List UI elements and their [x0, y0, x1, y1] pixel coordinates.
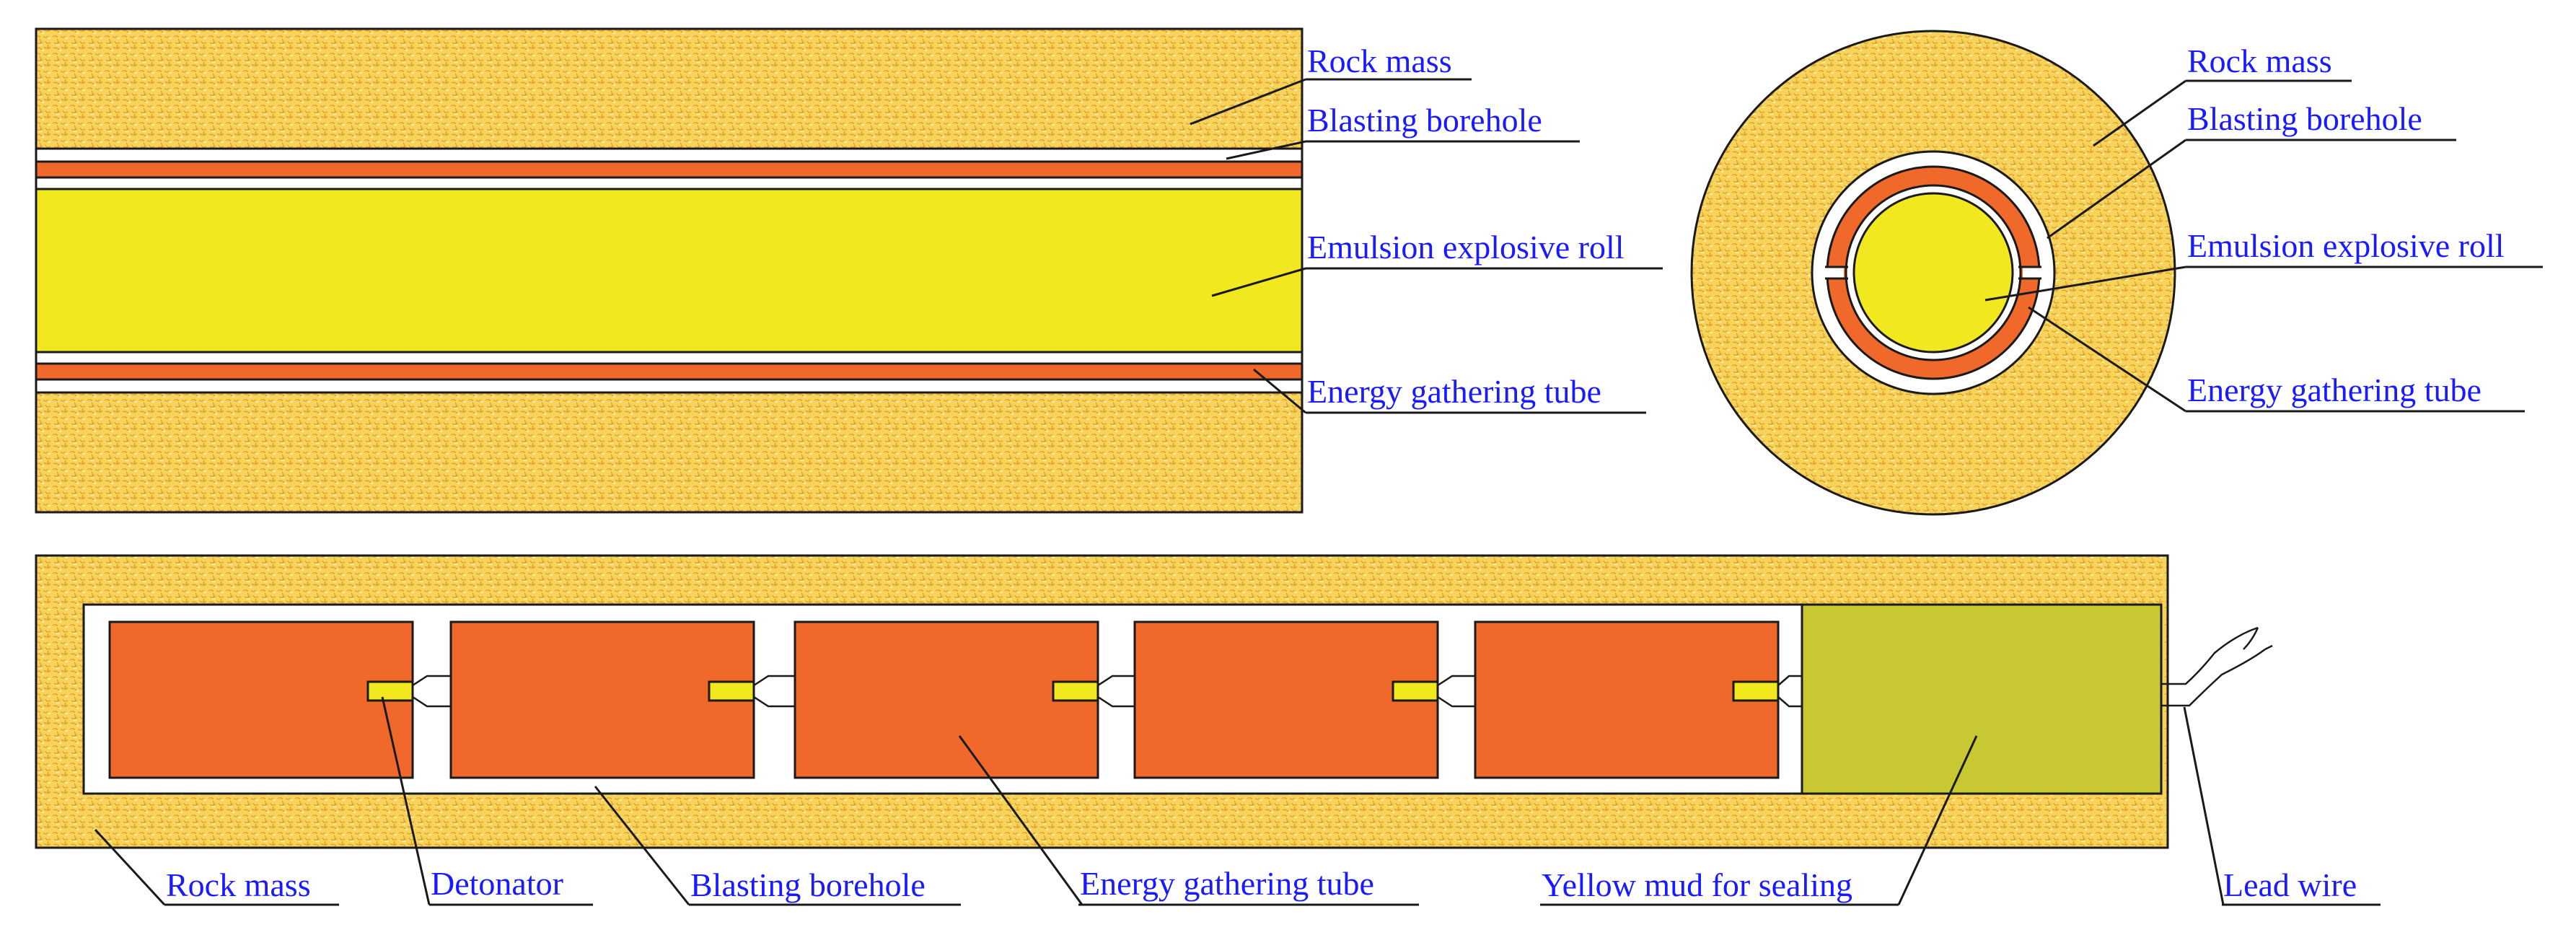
energy-gathering-tube-bottom [35, 362, 1304, 381]
label-emulsion-explosive-roll: Emulsion explosive roll [2187, 227, 2505, 264]
leader-energy-gathering-tube [1253, 368, 1306, 414]
energy-gathering-tube-charges [108, 620, 1780, 779]
label-group-detonator: Detonator [429, 865, 593, 906]
rock-mass-top [36, 29, 1302, 149]
label-group-lead-wire: Lead wire [2222, 866, 2381, 906]
wire [1437, 675, 1475, 708]
leader-energy-gathering-tube [2028, 306, 2186, 413]
leader-lead-wire [2183, 706, 2225, 905]
label-yellow-mud-for-sealing: Yellow mud for sealing [1542, 866, 1852, 903]
detonator [1392, 680, 1439, 702]
energy-gathering-tube-charge [1133, 620, 1439, 779]
label-rock-mass: Rock mass [166, 866, 311, 903]
emulsion-explosive-roll [35, 188, 1304, 354]
label-group-yellow-mud: Yellow mud for sealing [1540, 866, 1899, 906]
label-group-energy-gathering-tube: Energy gathering tube [1306, 373, 1646, 414]
label-group-energy-gathering-tube: Energy gathering tube [1078, 865, 1419, 906]
rock-mass-bottom [36, 392, 1302, 512]
tube-inner-edge [1845, 184, 2022, 361]
label-group-rock-mass: Rock mass [164, 866, 339, 906]
lead-wire-upper [2161, 626, 2259, 685]
lead-wire-lower [2161, 648, 2266, 707]
lead-wire-tip-1 [2243, 627, 2259, 650]
detonator [1052, 680, 1099, 702]
detonator [1732, 680, 1780, 702]
label-energy-gathering-tube: Energy gathering tube [1307, 373, 1601, 410]
leader-rock-mass [2093, 79, 2186, 147]
charge-structure-section: Rock mass Detonator Blasting borehole En… [35, 554, 2381, 906]
label-blasting-borehole: Blasting borehole [2187, 100, 2422, 137]
emulsion-explosive-circle [1852, 192, 2014, 354]
detonator-wires [412, 675, 1802, 708]
label-blasting-borehole: Blasting borehole [690, 866, 926, 903]
leader-detonator [381, 696, 431, 905]
wire [1777, 675, 1802, 708]
detonator [708, 680, 755, 702]
label-group-energy-gathering-tube: Energy gathering tube [2186, 372, 2525, 413]
label-group-rock-mass: Rock mass [1306, 43, 1472, 81]
leader-blasting-borehole [594, 786, 690, 905]
slit-edges [1825, 265, 2041, 280]
leader-blasting-borehole [2047, 139, 2186, 240]
energy-gathering-tube-charge [449, 620, 755, 779]
label-rock-mass: Rock mass [2187, 43, 2332, 79]
wire [753, 675, 795, 708]
label-blasting-borehole: Blasting borehole [1307, 102, 1542, 139]
label-group-blasting-borehole: Blasting borehole [1306, 102, 1580, 143]
tube-slit-right [2023, 267, 2044, 278]
label-group-emulsion-explosive-roll: Emulsion explosive roll [2186, 227, 2543, 268]
label-emulsion-explosive-roll: Emulsion explosive roll [1307, 229, 1625, 265]
energy-gathering-tube-charge [108, 620, 414, 779]
energy-gathering-tube-top [35, 160, 1304, 179]
lead-wire [2161, 626, 2273, 707]
leader-yellow-mud [1897, 735, 1978, 905]
label-group-blasting-borehole: Blasting borehole [689, 866, 961, 906]
leader-emulsion-explosive-roll [1984, 265, 2186, 302]
yellow-mud-seal [1801, 603, 2163, 795]
leader-blasting-borehole [1226, 140, 1306, 160]
leader-emulsion-explosive-roll [1211, 267, 1306, 297]
label-detonator: Detonator [431, 865, 563, 902]
label-lead-wire: Lead wire [2223, 866, 2357, 903]
wire [1097, 675, 1135, 708]
leader-rock-mass [94, 828, 166, 906]
cross-section: Rock mass Blasting borehole Emulsion exp… [1690, 30, 2543, 516]
label-rock-mass: Rock mass [1307, 43, 1452, 79]
label-group-rock-mass: Rock mass [2186, 43, 2352, 82]
lead-wire-tip-2 [2264, 644, 2273, 651]
detonators [366, 680, 1780, 702]
label-group-emulsion-explosive-roll: Emulsion explosive roll [1306, 229, 1663, 270]
leader-energy-gathering-tube [958, 735, 1083, 905]
wire [412, 675, 451, 708]
energy-gathering-tube-charge [1474, 620, 1780, 779]
detonator [366, 680, 414, 702]
label-energy-gathering-tube: Energy gathering tube [2187, 372, 2482, 408]
label-energy-gathering-tube: Energy gathering tube [1080, 865, 1374, 902]
longitudinal-section: Rock mass Blasting borehole Emulsion exp… [35, 27, 1663, 514]
tube-slit-left [1822, 267, 1844, 278]
energy-gathering-tube-charge [794, 620, 1099, 779]
leader-rock-mass [1190, 78, 1306, 126]
label-group-blasting-borehole: Blasting borehole [2186, 100, 2456, 141]
